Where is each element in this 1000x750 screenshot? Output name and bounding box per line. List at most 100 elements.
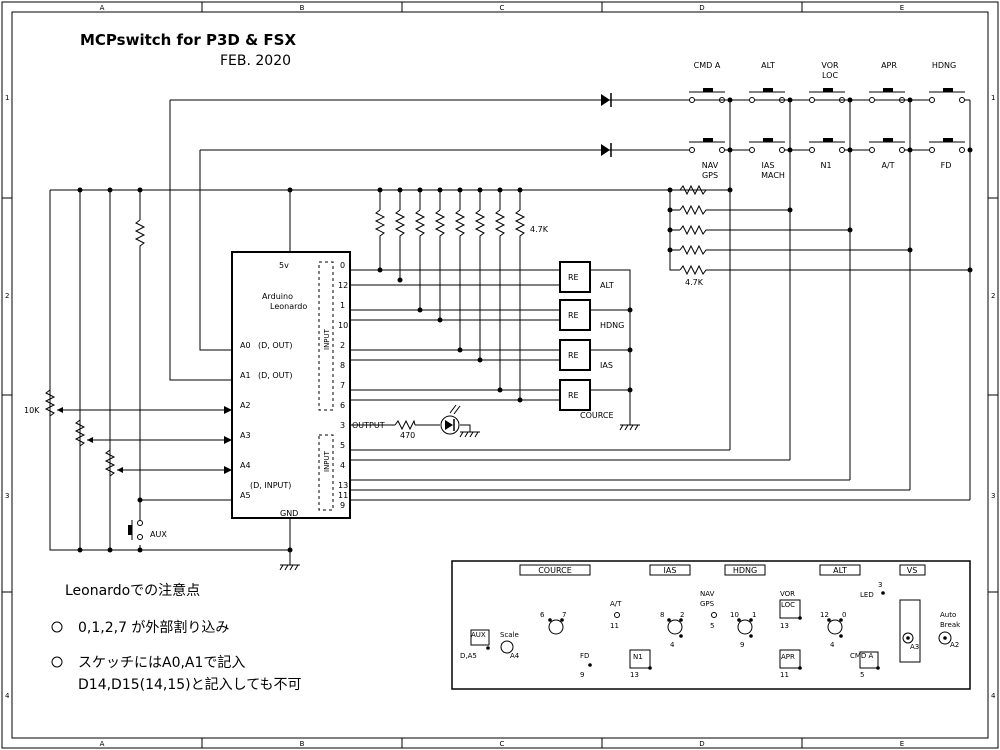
relay-ias-label: RE [568,351,579,360]
panel-n1-button [629,649,651,669]
switch-resistors [679,184,710,276]
col-label-b: B [300,4,305,12]
panel-aux-button [470,629,490,646]
panel-vor-num: 13 [780,622,789,630]
pullup-resistors [374,209,526,240]
output-led [440,404,461,435]
front-panel: COURCE IAS HDNG ALT VS AUX D,A5 Scale A4… [451,560,971,690]
switch-label-ias: IAS [762,161,775,170]
output-label: OUTPUT [352,421,385,430]
pin-a4: A4 [240,461,251,470]
panel-cmda-button [859,651,879,669]
panel-hdng-pin-a: 10 [730,611,739,619]
panel-alt-num: 4 [830,641,835,649]
relay-alt-name: ALT [600,281,614,290]
pin-8: 8 [340,361,345,370]
panel-fd-num: 9 [580,671,584,679]
notes-item-2: スケッチにはA0,A1で記入 [78,654,245,671]
relay-cource [559,379,591,411]
switch-label-gps: GPS [702,171,718,180]
bottom-switch-labels: NAV GPS IAS MACH N1 A/T FD [702,161,952,180]
panel-autobreak-label-2: Break [940,621,961,629]
col-label-a: A [100,4,105,12]
panel-vs-pin: A3 [910,643,919,651]
panel-alt-pin-b: 0 [842,611,846,619]
switch-label-loc: LOC [822,71,838,80]
ground-symbols [279,424,640,571]
panel-cource-pin-a: 6 [540,611,545,619]
row-label-4-right: 4 [991,692,996,700]
panel-ias-knob [667,619,683,635]
notes-bullet-1 [51,621,63,633]
switch-label-alt: ALT [761,61,775,70]
schematic-title: MCPswitch for P3D & FSX [80,31,296,49]
panel-apr-num: 11 [780,671,789,679]
panel-led-indicator [881,591,885,595]
arduino-name-1: Arduino [262,292,293,301]
panel-hdng-num: 9 [740,641,744,649]
push-switch-ias-mach [749,138,785,153]
arduino-5v-label: 5v [279,261,289,270]
panel-at-num: 11 [610,622,619,630]
row-label-1: 1 [5,94,9,102]
panel-at-label: A/T [610,600,622,608]
switch-label-fd: FD [941,161,952,170]
col-label-d-bottom: D [699,740,704,748]
pin-12: 12 [338,281,348,290]
pin-a5-note: (D, INPUT) [250,481,291,490]
panel-cource-knob [548,619,564,635]
panel-cmda-num: 5 [860,671,864,679]
notes-heading: Leonardoでの注意点 [65,582,200,599]
panel-ias-pin-a: 8 [660,611,664,619]
a3-arrow [224,436,232,444]
switch-label-vor: VOR [821,61,839,70]
push-switch-nav-gps [689,138,725,153]
panel-n1-label: N1 [633,653,643,661]
panel-apr-button [779,649,801,669]
panel-loc-label: LOC [781,601,795,609]
panel-n1-num: 13 [630,671,639,679]
push-switches [689,88,965,153]
push-switch-at [869,138,905,153]
row-label-3-right: 3 [991,492,995,500]
pin-9: 9 [340,501,345,510]
relays: RE ALT RE HDNG RE IAS RE COURCE [559,261,624,420]
panel-apr-label: APR [781,653,795,661]
switch-label-mach: MACH [761,171,785,180]
panel-autobreak-label-1: Auto [940,611,956,619]
panel-header-vs: VS [907,566,918,575]
row-label-2-right: 2 [991,292,995,300]
pullup-resistor-value: 4.7K [530,225,549,234]
panel-vor-label: VOR [780,590,795,598]
junction-dots [77,97,973,553]
panel-aux-pin: D,A5 [460,652,477,660]
panel-cmda-label: CMD A [850,652,874,660]
relay-cource-label: RE [568,391,579,400]
col-label-c: C [500,4,505,12]
schematic-date: FEB. 2020 [220,53,291,69]
notes-item-1: 0,1,2,7 が外部割り込み [78,619,229,636]
panel-led-num: 3 [878,581,882,589]
arduino-input-label-2: INPUT [323,450,331,472]
pin-a3: A3 [240,431,251,440]
panel-header-hdng: HDNG [733,566,757,575]
panel-at-switch [614,612,620,618]
row-label-4: 4 [5,692,10,700]
relay-cource-name: COURCE [580,411,614,420]
panel-ias-num: 4 [670,641,675,649]
wiring [49,99,971,565]
panel-alt-knob [827,619,843,635]
pin-5: 5 [340,441,345,450]
led-resistor-value: 470 [400,431,415,440]
panel-vor-button [779,599,801,619]
panel-nav-switch [711,612,717,618]
notes-item-3: D14,D15(14,15)と記入しても不可 [78,676,302,693]
panel-scale-pin: A4 [510,652,520,660]
panel-aux-label: AUX [471,631,486,639]
switch-label-apr: APR [881,61,897,70]
relay-ias-name: IAS [600,361,613,370]
push-switch-vor-loc [809,88,845,103]
switch-label-n1: N1 [820,161,831,170]
panel-scale-knob [500,640,514,654]
